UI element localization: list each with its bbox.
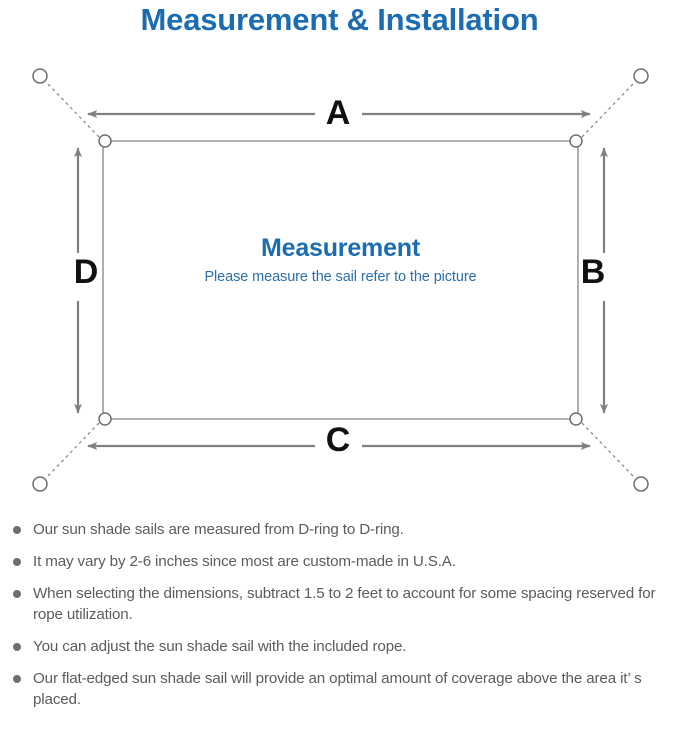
bullet-icon [13, 643, 21, 651]
anchor-points [32, 68, 649, 492]
d-ring-bottom-left [98, 412, 112, 426]
dimension-label-d: D [73, 253, 99, 291]
measurement-heading: Measurement [261, 234, 420, 262]
list-item: Our flat-edged sun shade sail will provi… [0, 668, 679, 710]
d-ring-top-right [569, 134, 583, 148]
d-ring-top-left [98, 134, 112, 148]
anchor-point-bottom-right [633, 476, 649, 492]
d-rings [98, 134, 583, 426]
note-text: You can adjust the sun shade sail with t… [33, 638, 407, 655]
notes-list: Our sun shade sails are measured from D-… [0, 519, 679, 721]
list-item: You can adjust the sun shade sail with t… [0, 636, 679, 657]
measurement-subheading: Please measure the sail refer to the pic… [204, 269, 477, 285]
measurement-diagram: A B C D Measurement Please measure the s… [0, 48, 679, 510]
anchor-point-top-right [633, 68, 649, 84]
anchor-point-top-left [32, 68, 48, 84]
d-ring-bottom-right [569, 412, 583, 426]
bullet-icon [13, 558, 21, 566]
diagram-svg [32, 68, 649, 492]
note-text: Our flat-edged sun shade sail will provi… [33, 670, 642, 708]
dimension-label-c: C [325, 421, 351, 459]
page-title: Measurement & Installation [140, 2, 539, 37]
anchor-point-bottom-left [32, 476, 48, 492]
bullet-icon [13, 590, 21, 598]
bullet-icon [13, 675, 21, 683]
dimension-label-a: A [325, 94, 351, 132]
sail-outline [102, 140, 579, 420]
note-text: Our sun shade sails are measured from D-… [33, 521, 404, 538]
bullet-icon [13, 526, 21, 534]
dimension-label-b: B [580, 253, 606, 291]
list-item: It may vary by 2-6 inches since most are… [0, 551, 679, 572]
note-text: It may vary by 2-6 inches since most are… [33, 553, 456, 570]
diagram-center-text: Measurement Please measure the sail refe… [103, 233, 578, 287]
note-text: When selecting the dimensions, subtract … [33, 585, 656, 623]
list-item: When selecting the dimensions, subtract … [0, 583, 679, 625]
list-item: Our sun shade sails are measured from D-… [0, 519, 679, 540]
